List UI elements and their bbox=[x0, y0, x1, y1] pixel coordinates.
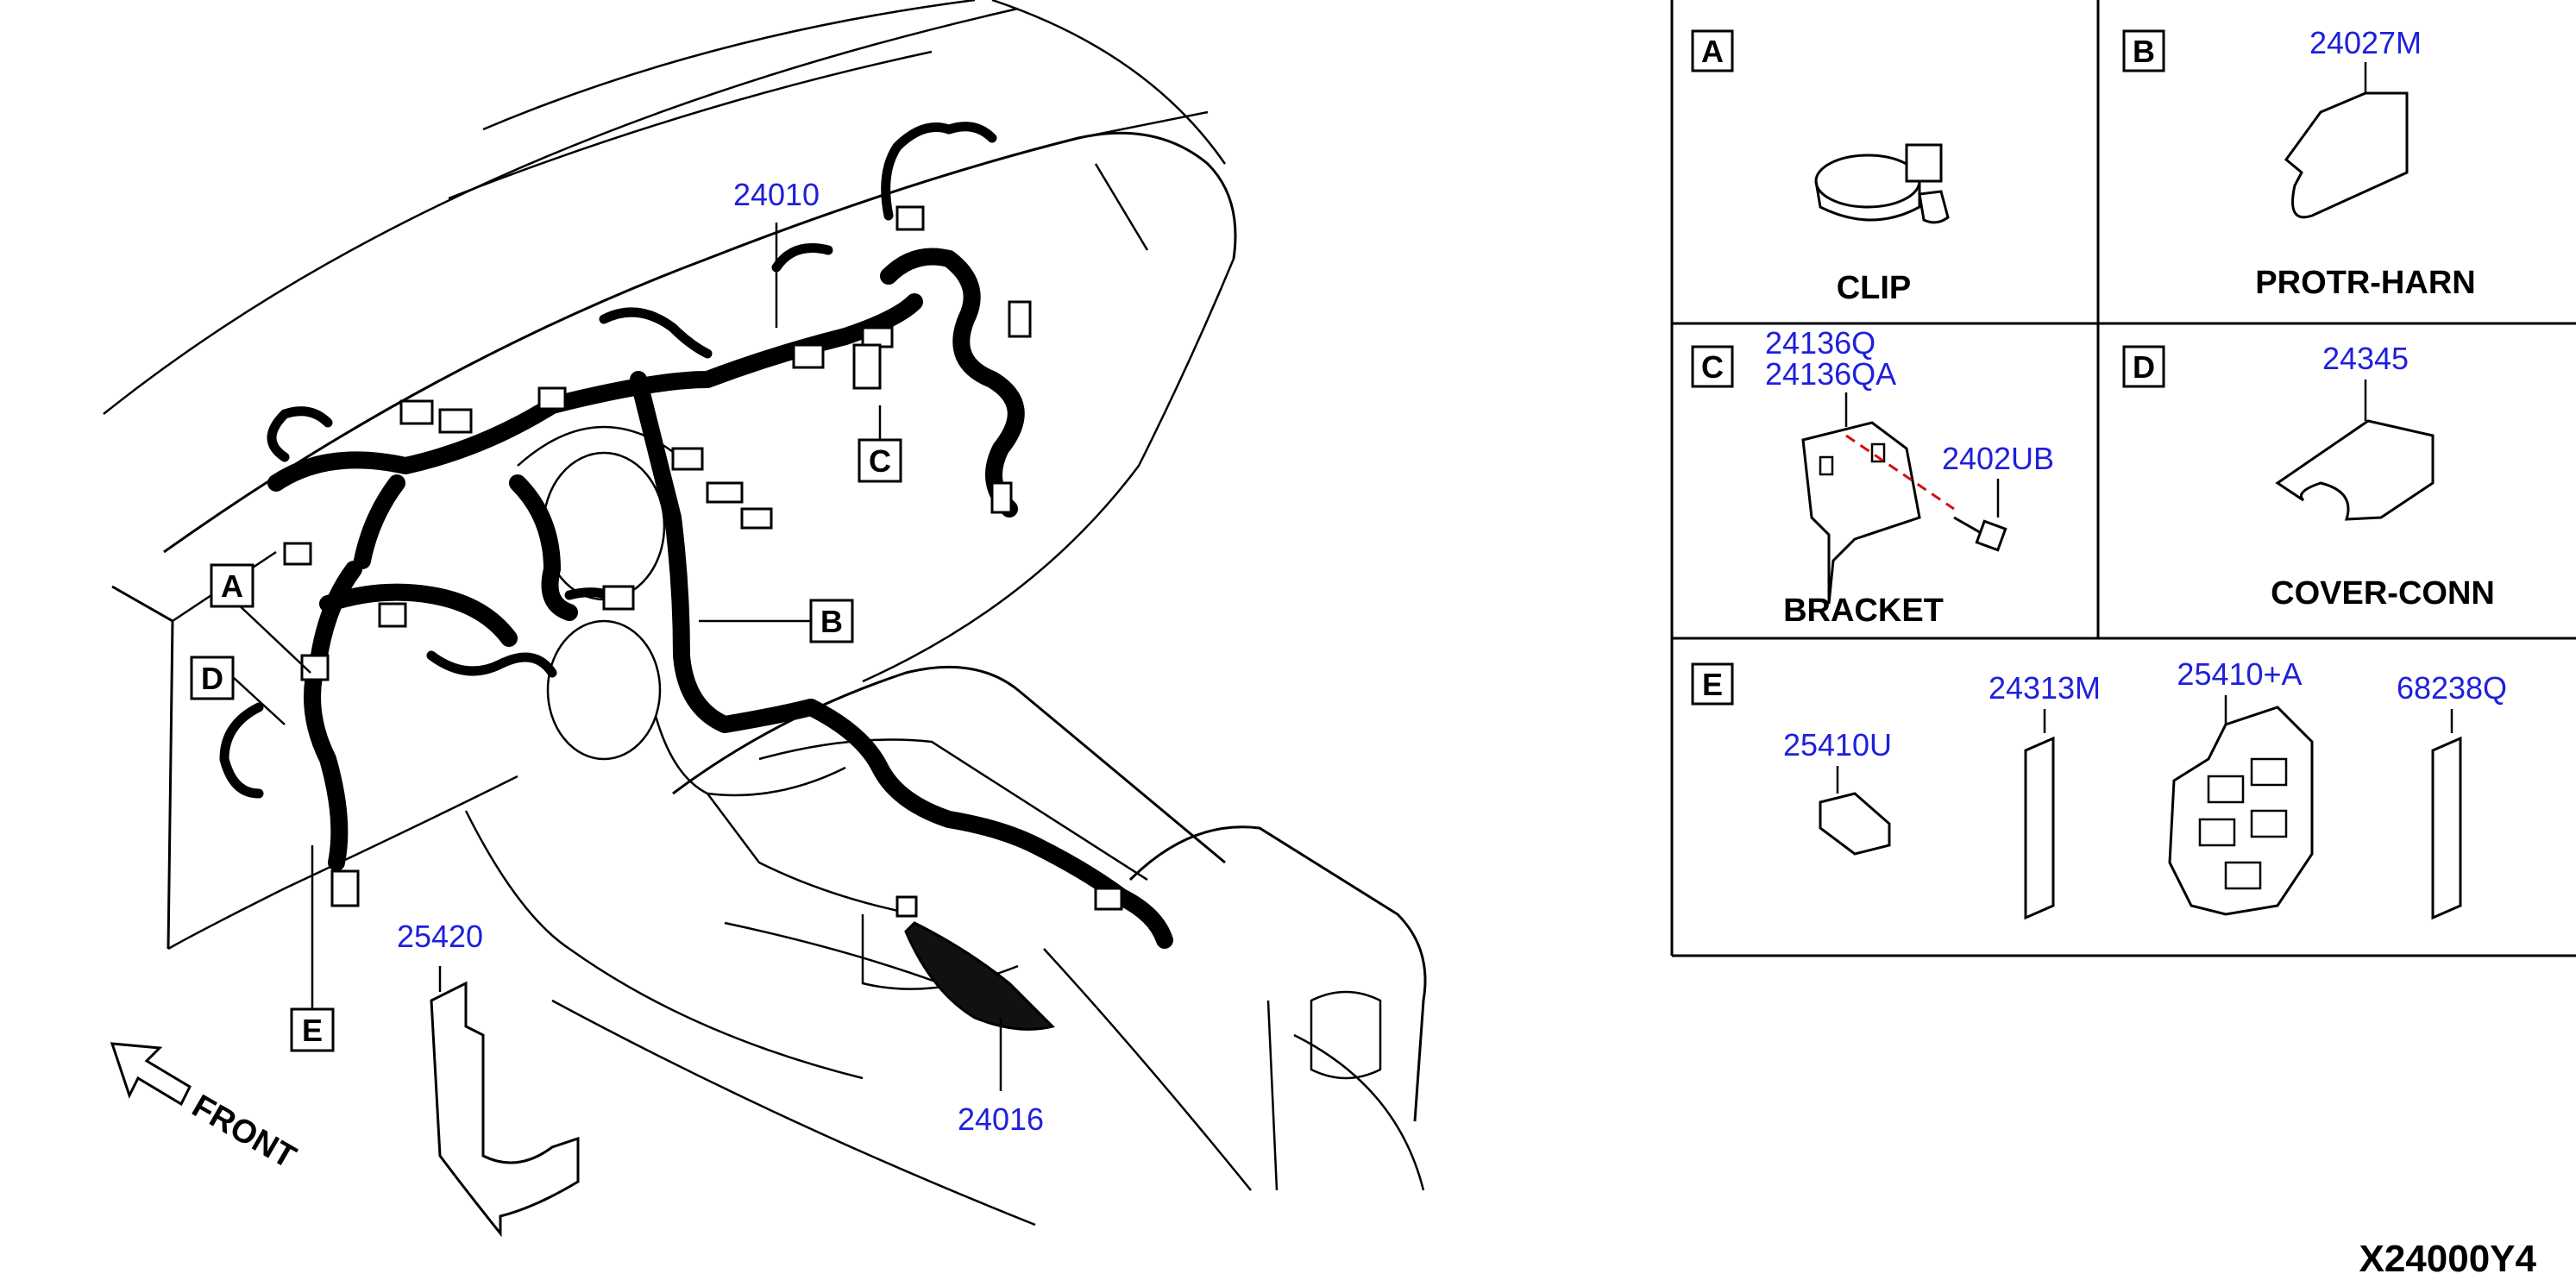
svg-text:25410U: 25410U bbox=[1783, 727, 1892, 762]
panel-b-protr-harn: B 24027M PROTR-HARN bbox=[2122, 25, 2476, 301]
svg-text:A: A bbox=[1701, 34, 1724, 69]
svg-text:D: D bbox=[201, 661, 223, 696]
part-number-24010: 24010 bbox=[733, 177, 820, 212]
callout-e: E bbox=[290, 1007, 335, 1052]
connector-25410a-illustration bbox=[2168, 706, 2314, 916]
leader-lines bbox=[232, 223, 1002, 1091]
svg-text:24345: 24345 bbox=[2322, 341, 2409, 376]
svg-text:PROTR-HARN: PROTR-HARN bbox=[2255, 265, 2475, 301]
diagram-code: X24000Y4 bbox=[2359, 1238, 2536, 1280]
svg-text:24027M: 24027M bbox=[2309, 25, 2422, 60]
svg-text:68238Q: 68238Q bbox=[2397, 670, 2507, 706]
clip-illustration bbox=[1814, 143, 1950, 224]
bracket-illustration bbox=[1801, 421, 1921, 605]
panel-d-cover-conn: D 24345 COVER-CONN bbox=[2122, 341, 2495, 612]
connector-cover-illustration bbox=[2275, 419, 2435, 521]
part-number-24016: 24016 bbox=[958, 1101, 1044, 1137]
floor-harness-24016 bbox=[904, 921, 1055, 1031]
svg-text:E: E bbox=[302, 1013, 323, 1048]
callout-d: D bbox=[190, 656, 235, 700]
callout-c: C bbox=[858, 438, 902, 483]
tape-68238q-illustration bbox=[2431, 736, 2462, 920]
panel-c-bracket: C 24136Q 24136QA 2402UB BRACKET bbox=[1691, 325, 2054, 629]
svg-text:B: B bbox=[820, 604, 843, 639]
part-number-25420: 25420 bbox=[397, 919, 483, 954]
callout-a: A bbox=[210, 563, 254, 608]
bolt-illustration bbox=[1953, 516, 2007, 552]
front-direction-arrow: FRONT bbox=[110, 1042, 302, 1176]
svg-text:C: C bbox=[869, 443, 891, 479]
tape-24313m-illustration bbox=[2024, 736, 2055, 920]
svg-text:B: B bbox=[2133, 34, 2155, 69]
bolt-dashed-line bbox=[1845, 434, 1955, 511]
svg-text:C: C bbox=[1701, 349, 1724, 385]
svg-text:COVER-CONN: COVER-CONN bbox=[2271, 575, 2495, 612]
main-harness-24010 bbox=[219, 122, 1173, 949]
harness-protector-illustration bbox=[2284, 91, 2409, 219]
svg-text:24136Q: 24136Q bbox=[1765, 325, 1875, 361]
svg-text:FRONT: FRONT bbox=[186, 1088, 302, 1176]
svg-text:2402UB: 2402UB bbox=[1942, 441, 2054, 476]
connector-blocks bbox=[283, 205, 1123, 918]
svg-text:24136QA: 24136QA bbox=[1765, 356, 1896, 392]
svg-text:A: A bbox=[221, 568, 243, 604]
panel-e-parts: E 25410U 24313M 25410+A 68238Q bbox=[1691, 656, 2507, 920]
svg-text:24313M: 24313M bbox=[1989, 670, 2101, 706]
clip-25410u-illustration bbox=[1819, 792, 1891, 856]
svg-text:E: E bbox=[1702, 667, 1723, 702]
callout-b: B bbox=[809, 599, 854, 643]
svg-text:25410+A: 25410+A bbox=[2177, 656, 2302, 692]
svg-text:BRACKET: BRACKET bbox=[1783, 593, 1944, 629]
svg-text:D: D bbox=[2133, 349, 2155, 385]
svg-text:CLIP: CLIP bbox=[1837, 270, 1912, 306]
panel-a-clip: A CLIP bbox=[1691, 29, 1950, 306]
protector-25420 bbox=[430, 981, 580, 1238]
detail-grid bbox=[1670, 0, 2576, 957]
